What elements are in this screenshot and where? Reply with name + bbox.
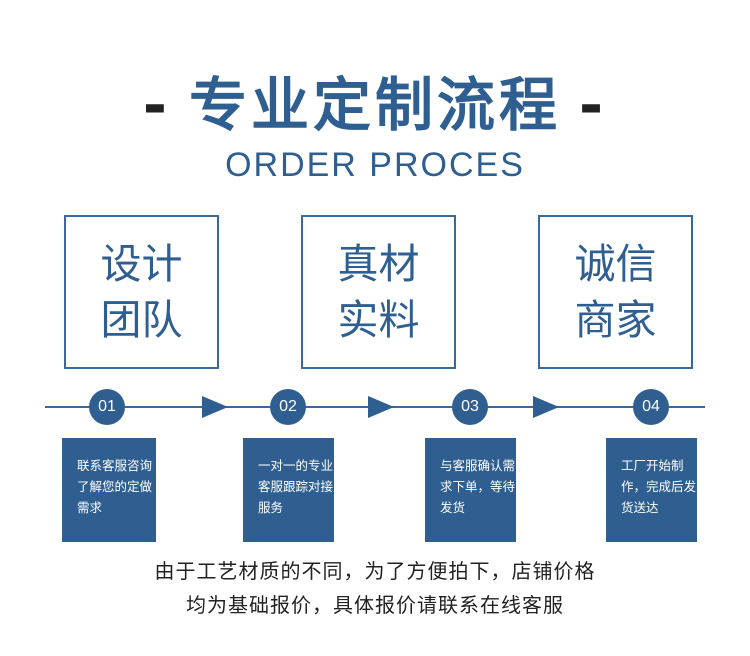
- title-dash: -: [142, 71, 171, 139]
- feature-box: 设计团队: [64, 215, 219, 369]
- feature-line: 团队: [100, 296, 183, 344]
- subtitle: ORDER PROCES: [225, 146, 525, 184]
- step-number: 03: [452, 389, 488, 425]
- feature-line: 商家: [574, 296, 657, 344]
- title-text: 专业定制流程: [188, 71, 561, 139]
- feature-line: 诚信: [574, 240, 657, 288]
- feature-line: 真材: [337, 240, 420, 288]
- step-number: 01: [89, 389, 125, 425]
- step-number: 04: [633, 389, 669, 425]
- step-description: 一对一的专业客服跟踪对接服务: [243, 438, 334, 542]
- arrow-right-icon: [202, 396, 228, 418]
- feature-line: 实料: [337, 296, 420, 344]
- feature-box: 真材实料: [301, 215, 456, 369]
- footer-note: 均为基础报价，具体报价请联系在线客服: [186, 593, 564, 617]
- step-number: 02: [270, 389, 306, 425]
- arrow-right-icon: [533, 396, 559, 418]
- feature-box: 诚信商家: [538, 215, 693, 369]
- title-dash: -: [579, 71, 608, 139]
- step-description: 与客服确认需求下单，等待发货: [425, 438, 516, 542]
- step-description: 工厂开始制作，完成后发货送达: [606, 438, 697, 542]
- footer-note: 由于工艺材质的不同，为了方便拍下，店铺价格: [154, 559, 596, 583]
- step-description: 联系客服咨询了解您的定做需求: [62, 438, 156, 542]
- page-title: -专业定制流程-: [0, 58, 750, 142]
- feature-line: 设计: [100, 240, 183, 288]
- arrow-right-icon: [368, 396, 394, 418]
